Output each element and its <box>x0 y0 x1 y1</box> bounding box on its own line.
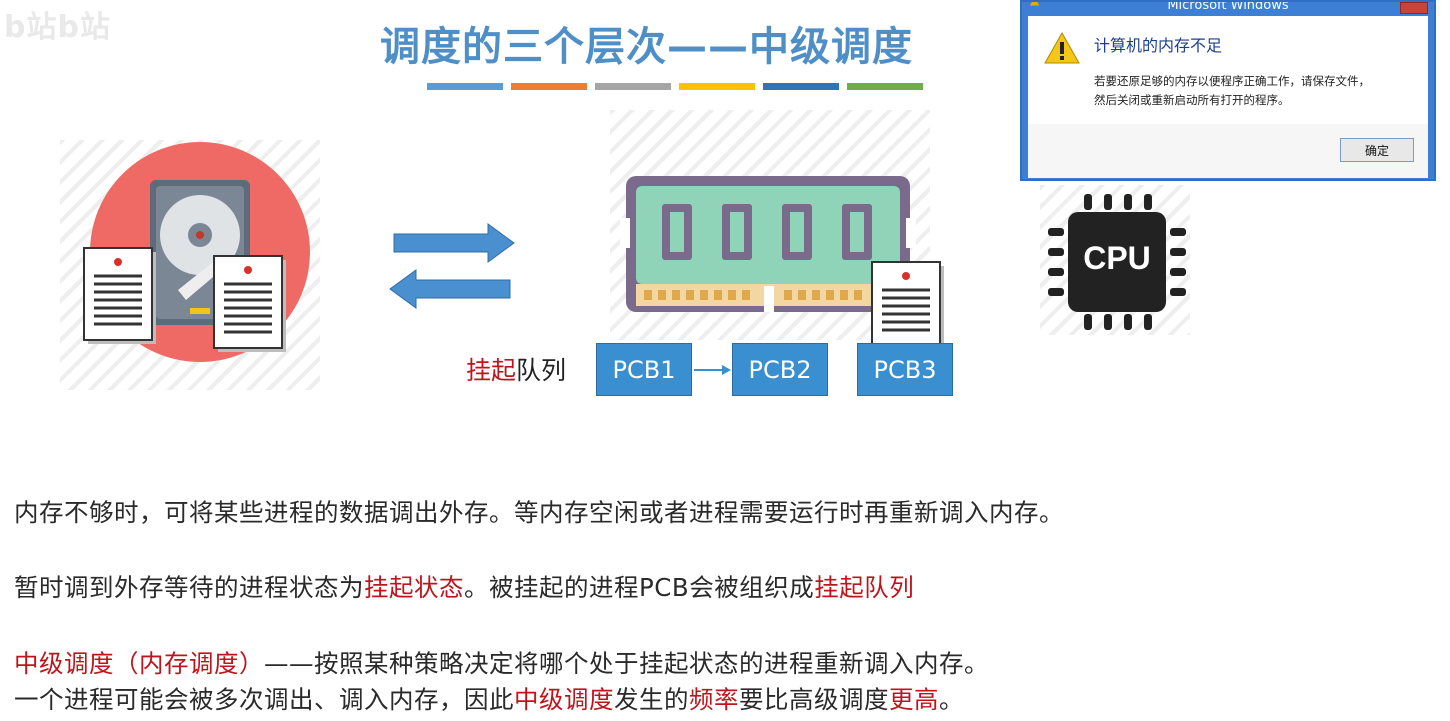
warning-icon <box>1044 32 1080 64</box>
cpu-label: CPU <box>1083 240 1151 276</box>
accent-bar-yellow <box>679 83 755 90</box>
dialog-message-line: 若要还原足够的内存以便程序正确工作，请保存文件， <box>1094 74 1370 88</box>
pcb-box: PCB3 <box>857 343 953 396</box>
paragraph-1: 内存不够时，可将某些进程的数据调出外存。等内存空闲或者进程需要运行时再重新调入内… <box>14 498 1064 527</box>
accent-bar-orange <box>511 83 587 90</box>
arrow-left-icon <box>389 269 511 309</box>
warning-icon: ▲ <box>1030 2 1039 6</box>
text-span: 暂时调到外存等待的进程状态为 <box>14 573 364 602</box>
text-span: 一个进程可能会被多次调出、调入内存，因此 <box>14 685 514 714</box>
text-span: 。被挂起的进程PCB会被组织成 <box>464 573 815 602</box>
ram-module-icon <box>620 176 916 312</box>
accent-bar-green <box>847 83 923 90</box>
pcb-box: PCB2 <box>732 343 828 396</box>
document-icon <box>871 261 944 350</box>
document-icon <box>213 255 286 352</box>
highlight-text: 中级调度 <box>514 685 614 714</box>
paragraph-4: 一个进程可能会被多次调出、调入内存，因此中级调度发生的频率要比高级调度更高。 <box>14 681 964 716</box>
text-span: 发生的 <box>614 685 689 714</box>
accent-bar-darkblue <box>763 83 839 90</box>
suspend-queue-label-red: 挂起 <box>466 356 517 385</box>
accent-color-bars <box>427 83 923 90</box>
accent-bar-blue <box>427 83 503 90</box>
accent-bar-gray <box>595 83 671 90</box>
close-button[interactable] <box>1400 2 1428 14</box>
dialog-titlebar: ▲ Microsoft Windows <box>1022 2 1434 16</box>
suspend-queue-label-rest: 队列 <box>516 356 567 385</box>
pcb-box: PCB1 <box>596 343 692 396</box>
slide-title: 调度的三个层次——中级调度 <box>380 24 913 70</box>
highlight-text: 中级调度（内存调度） <box>14 649 264 678</box>
highlight-text: 挂起队列 <box>814 573 915 602</box>
dialog-content: 计算机的内存不足 若要还原足够的内存以便程序正确工作，请保存文件， 然后关闭或重… <box>1028 16 1428 124</box>
text-span: ——按照某种策略决定将哪个处于挂起状态的进程重新调入内存。 <box>264 649 989 678</box>
paragraph-3: 中级调度（内存调度）——按照某种策略决定将哪个处于挂起状态的进程重新调入内存。 <box>14 645 989 680</box>
text-span: 。 <box>939 685 964 714</box>
dialog-body: 计算机的内存不足 若要还原足够的内存以便程序正确工作，请保存文件， 然后关闭或重… <box>1028 16 1428 178</box>
arrow-right-icon <box>393 223 515 263</box>
highlight-text: 频率 <box>689 685 739 714</box>
highlight-text: 挂起状态 <box>364 573 464 602</box>
dialog-message-line: 然后关闭或重新启动所有打开的程序。 <box>1094 93 1290 107</box>
cpu-icon: CPU <box>1046 192 1188 332</box>
watermark: b站b站 <box>4 10 111 45</box>
highlight-text: 更高 <box>889 685 939 714</box>
suspend-queue-label: 挂起队列 <box>466 351 566 387</box>
text-span: 要比高级调度 <box>739 685 889 714</box>
dialog-title: Microsoft Windows <box>1167 2 1289 13</box>
document-icon <box>83 247 156 344</box>
arrow-right-icon <box>694 365 731 375</box>
ok-button[interactable]: 确定 <box>1340 138 1414 162</box>
memory-warning-dialog: ▲ Microsoft Windows 计算机的内存不足 若要还原足够的内存以便… <box>1020 0 1436 181</box>
dialog-heading: 计算机的内存不足 <box>1094 36 1223 55</box>
dialog-message: 若要还原足够的内存以便程序正确工作，请保存文件， 然后关闭或重新启动所有打开的程… <box>1094 72 1370 110</box>
paragraph-2: 暂时调到外存等待的进程状态为挂起状态。被挂起的进程PCB会被组织成挂起队列 <box>14 569 914 604</box>
